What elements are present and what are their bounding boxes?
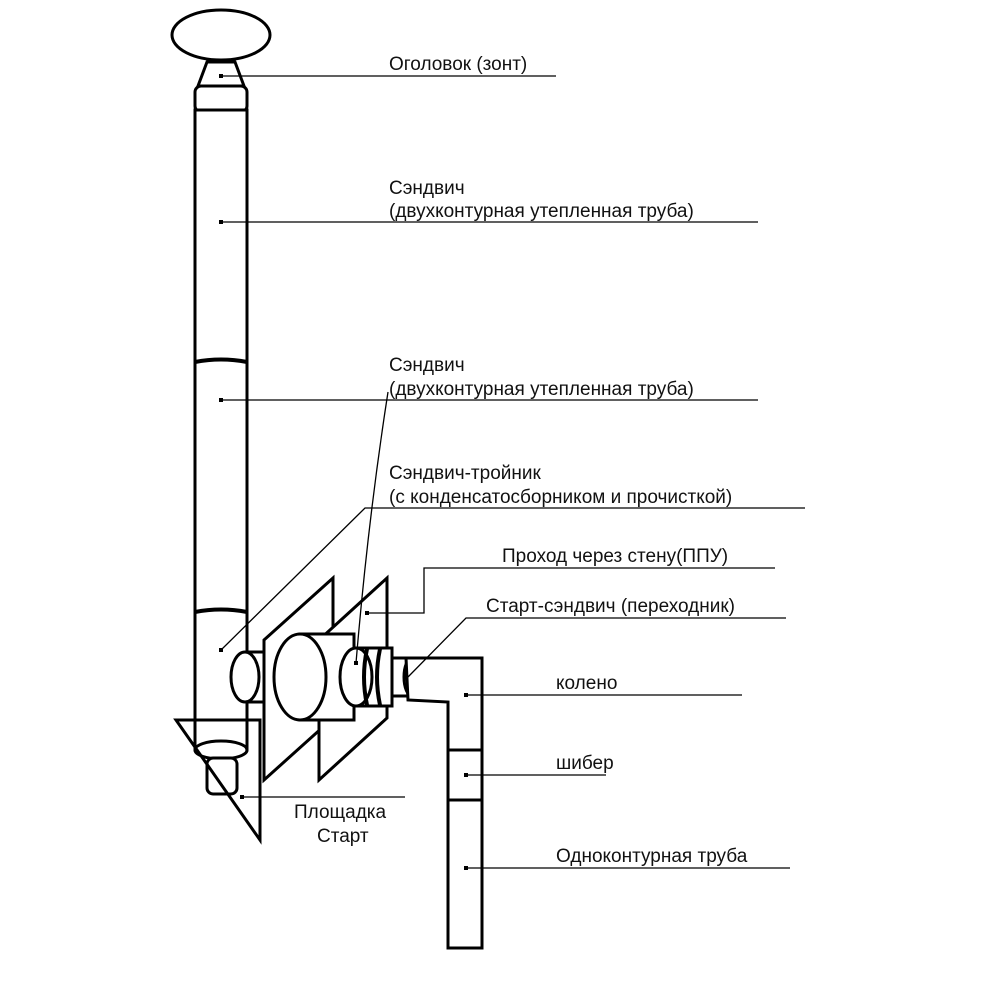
pipe-joint-2: [194, 607, 248, 614]
label-tee-line-2: (с конденсатосборником и прочисткой): [389, 487, 732, 508]
elbow-and-single-pipe: [404, 656, 484, 950]
label-sandwich-1-line-1: Сэндвич: [389, 178, 465, 199]
label-tee-line-1: Сэндвич-тройник: [389, 463, 541, 484]
start-platform: [173, 718, 262, 845]
label-wall-pass: Проход через стену(ППУ): [502, 546, 728, 567]
elbow: [404, 656, 484, 752]
callout-dots: [219, 74, 468, 870]
label-platform-line-1: Площадка: [294, 802, 387, 823]
label-cap: Оголовок (зонт): [389, 54, 527, 75]
cap-umbrella: [170, 8, 272, 62]
leader-lines: [220, 75, 805, 869]
label-elbow: колено: [556, 673, 617, 694]
cleanout-plug: [205, 756, 239, 796]
pipe-joint-1: [194, 357, 248, 364]
cap-collar: [193, 84, 249, 114]
label-platform-line-2: Старт: [317, 826, 369, 847]
label-start-sandwich: Старт-сэндвич (переходник): [486, 596, 735, 617]
single-wall-pipe: [446, 798, 484, 950]
label-sandwich-1-line-2: (двухконтурная утепленная труба): [389, 201, 694, 222]
label-damper: шибер: [556, 753, 614, 774]
label-single-pipe: Одноконтурная труба: [556, 846, 748, 867]
chimney-vertical: [170, 8, 272, 796]
label-sandwich-2-line-1: Сэндвич: [389, 355, 465, 376]
label-sandwich-2-line-2: (двухконтурная утепленная труба): [389, 379, 694, 400]
